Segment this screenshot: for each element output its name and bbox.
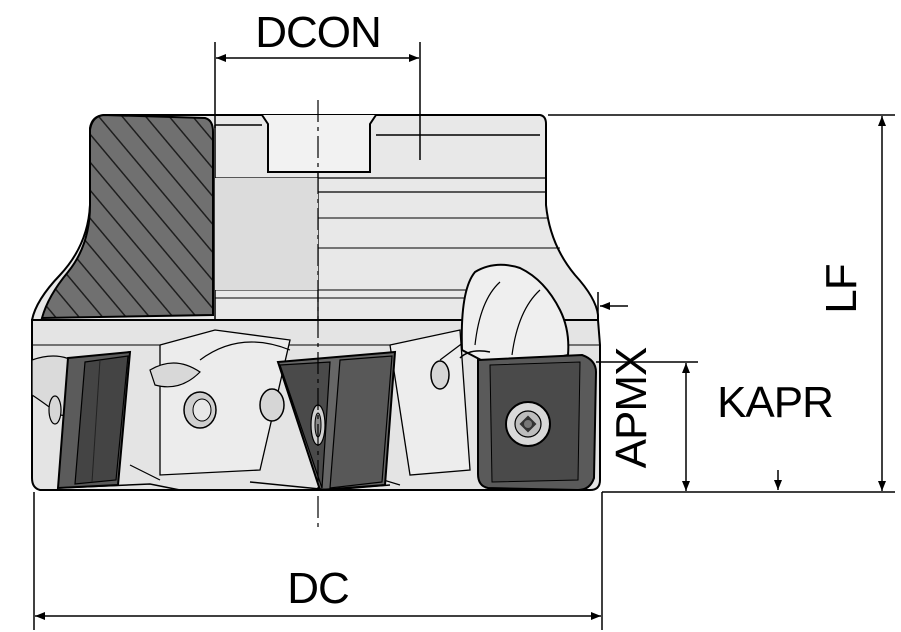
insert-right [459,350,598,492]
dc-label: DC [287,564,349,613]
dcon-label: DCON [255,8,381,57]
dimension-kapr: KAPR [597,292,834,490]
apmx-label: APMX [607,347,656,468]
lf-label: LF [817,264,866,313]
dimension-dcon: DCON [214,8,421,160]
insert-pocket-bulge [460,263,570,372]
dimension-dc: DC [33,492,603,630]
dimension-apmx: APMX [596,347,698,491]
cutter-head [31,319,601,491]
dimension-lf: LF [548,114,895,493]
insert-left [56,350,181,491]
kapr-label: KAPR [717,378,833,427]
hatched-section [40,113,214,320]
